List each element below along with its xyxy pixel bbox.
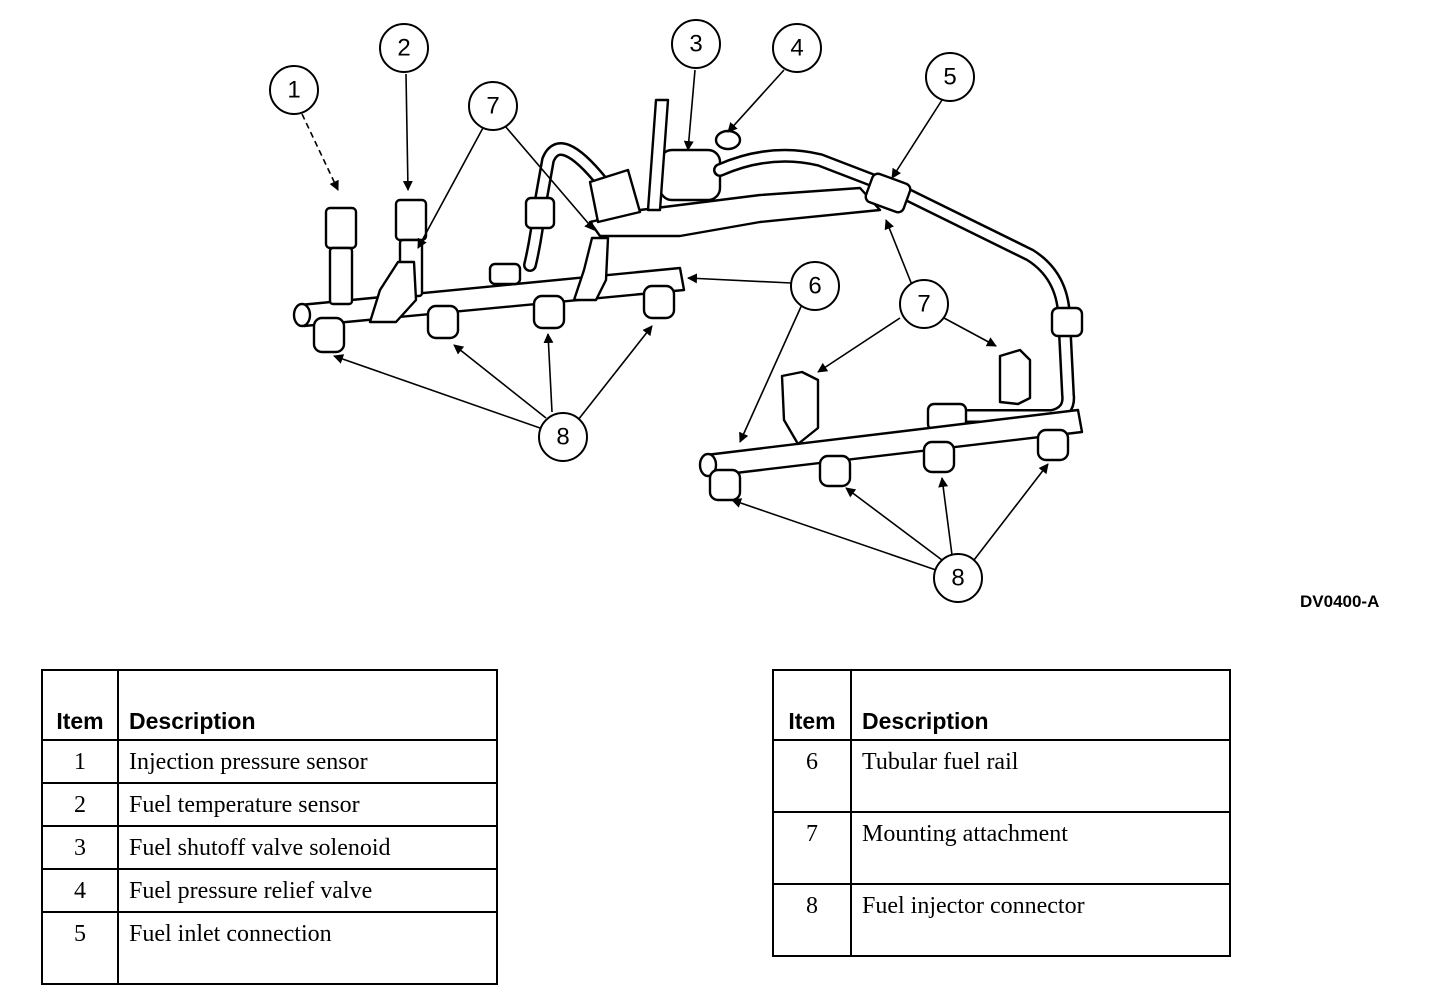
callout-7-left: 7: [468, 81, 518, 131]
legend-item-number: 5: [41, 911, 119, 985]
legend-item-description: Fuel inlet connection: [117, 911, 498, 985]
svg-text:5: 5: [943, 64, 956, 91]
legend-item-description: Fuel pressure relief valve: [117, 868, 498, 913]
return-hose: [523, 142, 609, 272]
callout-2: 2: [379, 23, 429, 73]
callout-6: 6: [790, 261, 840, 311]
legend-header-row: Item Description: [41, 669, 498, 741]
legend-row: 4 Fuel pressure relief valve: [41, 868, 498, 913]
legend-row: 6 Tubular fuel rail: [772, 739, 1231, 813]
figure-code: DV0400-A: [1300, 592, 1380, 611]
callout-5: 5: [925, 52, 975, 102]
valve-assembly: [588, 98, 912, 238]
svg-text:2: 2: [397, 35, 410, 62]
legend-item-description: Fuel shutoff valve solenoid: [117, 825, 498, 870]
legend-item-description: Fuel injector connector: [850, 883, 1231, 957]
legend-row: 7 Mounting attachment: [772, 811, 1231, 885]
svg-text:7: 7: [486, 93, 499, 120]
legend-row: 2 Fuel temperature sensor: [41, 782, 498, 827]
legend-item-number: 6: [772, 739, 852, 813]
legend-header-row: Item Description: [772, 669, 1231, 741]
right-fuel-rail: [698, 348, 1084, 502]
legend-item-number: 8: [772, 883, 852, 957]
svg-text:4: 4: [790, 35, 803, 62]
svg-text:6: 6: [808, 273, 821, 300]
legend-item-number: 2: [41, 782, 119, 827]
legend-item-description: Fuel temperature sensor: [117, 782, 498, 827]
svg-text:7: 7: [917, 291, 930, 318]
svg-text:3: 3: [689, 31, 702, 58]
callout-8-right: 8: [933, 553, 983, 603]
svg-text:8: 8: [951, 565, 964, 592]
legend-item-description: Injection pressure sensor: [117, 739, 498, 784]
legend-row: 3 Fuel shutoff valve solenoid: [41, 825, 498, 870]
legend-item-number: 7: [772, 811, 852, 885]
legend-row: 8 Fuel injector connector: [772, 883, 1231, 957]
callout-1: 1: [269, 65, 319, 115]
legend-item-number: 1: [41, 739, 119, 784]
legend-item-description: Tubular fuel rail: [850, 739, 1231, 813]
legend-item-number: 4: [41, 868, 119, 913]
header-description: Description: [117, 669, 498, 741]
svg-text:1: 1: [287, 77, 300, 104]
header-item: Item: [772, 669, 852, 741]
legend-row: 1 Injection pressure sensor: [41, 739, 498, 784]
callout-3: 3: [671, 19, 721, 69]
leader-lines: [301, 69, 1049, 571]
header-description: Description: [850, 669, 1231, 741]
header-item: Item: [41, 669, 119, 741]
left-fuel-rail: [292, 198, 686, 354]
callout-4: 4: [772, 23, 822, 73]
callout-7-right: 7: [899, 279, 949, 329]
legend-item-description: Mounting attachment: [850, 811, 1231, 885]
legend-row: 5 Fuel inlet connection: [41, 911, 498, 985]
svg-text:8: 8: [556, 424, 569, 451]
legend-table-left: Item Description 1 Injection pressure se…: [41, 669, 498, 985]
legend-item-number: 3: [41, 825, 119, 870]
legend-table-right: Item Description 6 Tubular fuel rail 7 M…: [772, 669, 1231, 957]
callout-8-left: 8: [538, 412, 588, 462]
